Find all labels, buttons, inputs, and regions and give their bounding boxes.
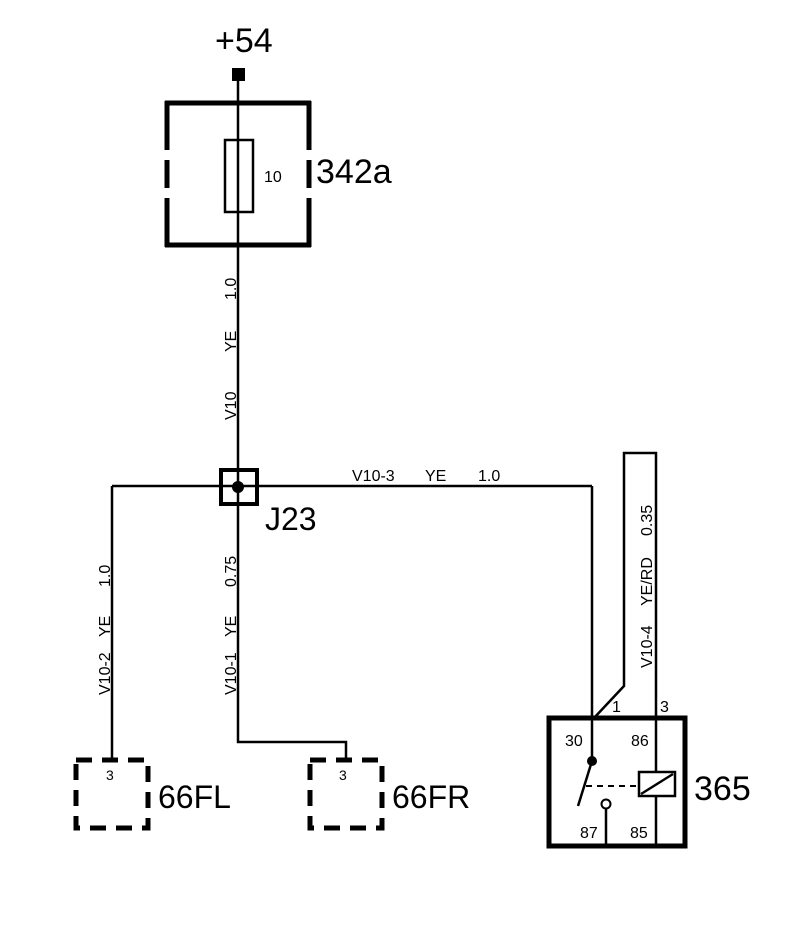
relay-pin-87: 87 [580,825,598,842]
connector-fl-pin: 3 [106,767,114,783]
fuse-rating: 10 [264,169,282,186]
wire-left-size: 1.0 [97,565,114,587]
wire-mid-size: 0.75 [223,556,240,587]
wire-mid [236,504,348,760]
relay-pin-85: 85 [630,825,648,842]
connector-fr [307,757,385,831]
wire-right-circuit: V10-3 [352,468,395,485]
connector-fr-label: 66FR [392,779,470,815]
relay-contact-switch [576,760,594,807]
relay-label: 365 [694,770,751,808]
relay-contact-87 [600,798,612,810]
relay-box [546,715,688,849]
relay-pin-30: 30 [565,733,583,750]
relay-pin-86: 86 [631,733,649,750]
wire-mid-circuit: V10-1 [223,652,240,695]
wire-relay-circuit: V10-4 [639,625,656,668]
connector-fr-pin: 3 [339,767,347,783]
wire-relay [593,451,658,719]
supply-label: +54 [215,22,273,60]
relay-pin-in-right: 3 [660,699,669,716]
wire-relay-size: 0.35 [639,505,656,536]
wire-relay-color: YE/RD [639,557,656,606]
wire-main-circuit: V10 [223,391,240,420]
fuse-block-label: 342a [316,153,392,191]
wire-main-size: 1.0 [223,278,240,300]
wire-left-circuit: V10-2 [97,652,114,695]
connector-fl [73,757,151,831]
connector-fl-label: 66FL [158,779,231,815]
fuse-block [164,100,312,248]
wire-right-color: YE [425,468,446,485]
junction-dot [232,481,244,493]
wire-left-color: YE [97,616,114,637]
wire-main-color: YE [223,331,240,352]
junction-label: J23 [265,501,317,537]
supply-terminal [232,68,245,81]
wire-right-size: 1.0 [478,468,500,485]
relay-pin-in-left: 1 [612,699,621,716]
wire-mid-color: YE [223,616,240,637]
